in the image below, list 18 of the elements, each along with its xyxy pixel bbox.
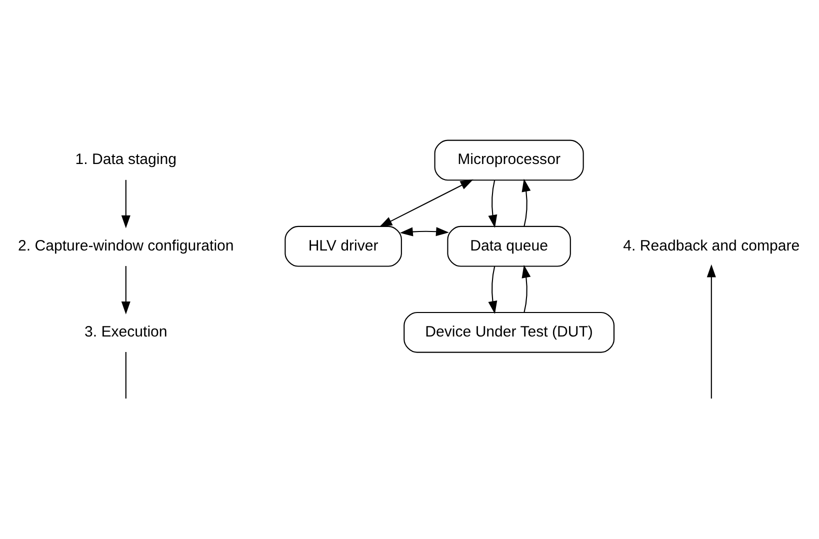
arrow xyxy=(121,266,130,314)
node-box: Device Under Test (DUT) xyxy=(404,311,615,352)
connector xyxy=(125,352,126,398)
node-text: 1. Data staging xyxy=(75,150,177,168)
node-text: 2. Capture-window configuration xyxy=(18,236,234,254)
arrow xyxy=(379,178,474,227)
node-text: 3. Execution xyxy=(84,322,168,340)
arrow xyxy=(706,264,716,398)
arrow xyxy=(522,178,531,226)
arrow xyxy=(121,179,130,228)
arrow xyxy=(488,180,498,228)
node-box: Data queue xyxy=(447,225,571,266)
node-box: HLV driver xyxy=(284,225,402,266)
node-box: Microprocessor xyxy=(434,139,584,180)
node-text: 4. Readback and compare xyxy=(623,236,800,254)
arrow xyxy=(400,226,449,236)
arrow xyxy=(522,264,531,312)
arrow xyxy=(488,266,498,314)
